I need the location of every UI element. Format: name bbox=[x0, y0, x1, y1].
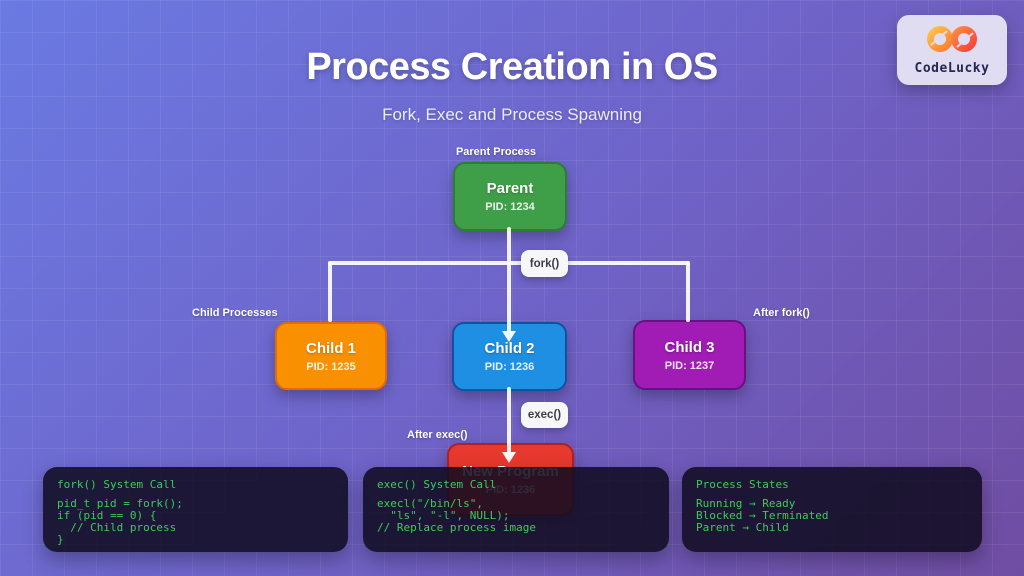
connector-horizontal bbox=[328, 261, 690, 265]
node-child3-title: Child 3 bbox=[664, 338, 715, 356]
code-panel-states: Process States Running → Ready Blocked →… bbox=[682, 467, 982, 552]
label-after-fork: After fork() bbox=[753, 307, 810, 319]
code-line: if (pid == 0) { bbox=[57, 509, 157, 522]
node-child1-title: Child 1 bbox=[305, 339, 356, 357]
code-line: } bbox=[57, 533, 64, 546]
fork-call-pill: fork() bbox=[521, 250, 568, 277]
code-line: Running → Ready bbox=[696, 497, 796, 510]
node-parent-title: Parent bbox=[486, 180, 534, 197]
node-parent: Parent PID: 1234 bbox=[453, 162, 567, 231]
node-child2-pid: PID: 1236 bbox=[484, 361, 535, 373]
node-child1-pid: PID: 1235 bbox=[306, 360, 356, 373]
codelucky-logo-card: CodeLucky bbox=[897, 15, 1007, 85]
exec-call-pill: exec() bbox=[521, 402, 568, 428]
code-line: pid_t pid = fork(); bbox=[57, 497, 183, 510]
code-panel-fork: fork() System Call pid_t pid = fork(); i… bbox=[43, 467, 348, 552]
code-line: "ls", "-l", NULL); bbox=[377, 509, 510, 522]
node-child1: Child 1 PID: 1235 bbox=[275, 322, 387, 390]
code-panel-exec-title: exec() System Call bbox=[377, 478, 497, 491]
code-line: execl("/bin/ls", bbox=[377, 497, 483, 510]
node-parent-pid: PID: 1234 bbox=[485, 201, 535, 213]
page-subtitle: Fork, Exec and Process Spawning bbox=[382, 105, 642, 124]
node-child2: Child 2 PID: 1236 bbox=[452, 322, 567, 391]
codelucky-infinity-icon bbox=[923, 24, 981, 59]
node-child3-pid: PID: 1237 bbox=[664, 359, 715, 372]
connector-child2-to-newprogram bbox=[507, 387, 511, 453]
node-child3: Child 3 PID: 1237 bbox=[633, 320, 746, 390]
code-line: // Replace process image bbox=[377, 521, 536, 534]
code-line: // Child process bbox=[57, 521, 177, 534]
code-panel-exec: exec() System Call execl("/bin/ls", "ls"… bbox=[363, 467, 669, 552]
codelucky-logo-text: CodeLucky bbox=[914, 61, 990, 76]
code-panel-states-title: Process States bbox=[696, 478, 789, 491]
connector-parent-to-child2 bbox=[507, 227, 511, 332]
code-panel-fork-title: fork() System Call bbox=[57, 478, 177, 491]
arrowhead-child2-icon bbox=[502, 331, 516, 342]
page-title: Process Creation in OS bbox=[306, 46, 718, 88]
label-after-exec: After exec() bbox=[407, 429, 468, 441]
code-line: Parent → Child bbox=[696, 521, 789, 534]
label-parent-process: Parent Process bbox=[455, 146, 537, 158]
code-line: Blocked → Terminated bbox=[696, 509, 829, 522]
arrowhead-newprogram-icon bbox=[502, 452, 516, 463]
label-child-processes: Child Processes bbox=[192, 307, 278, 319]
connector-drop-child1 bbox=[328, 261, 332, 322]
connector-drop-child3 bbox=[686, 261, 690, 322]
node-child2-title: Child 2 bbox=[484, 340, 535, 357]
